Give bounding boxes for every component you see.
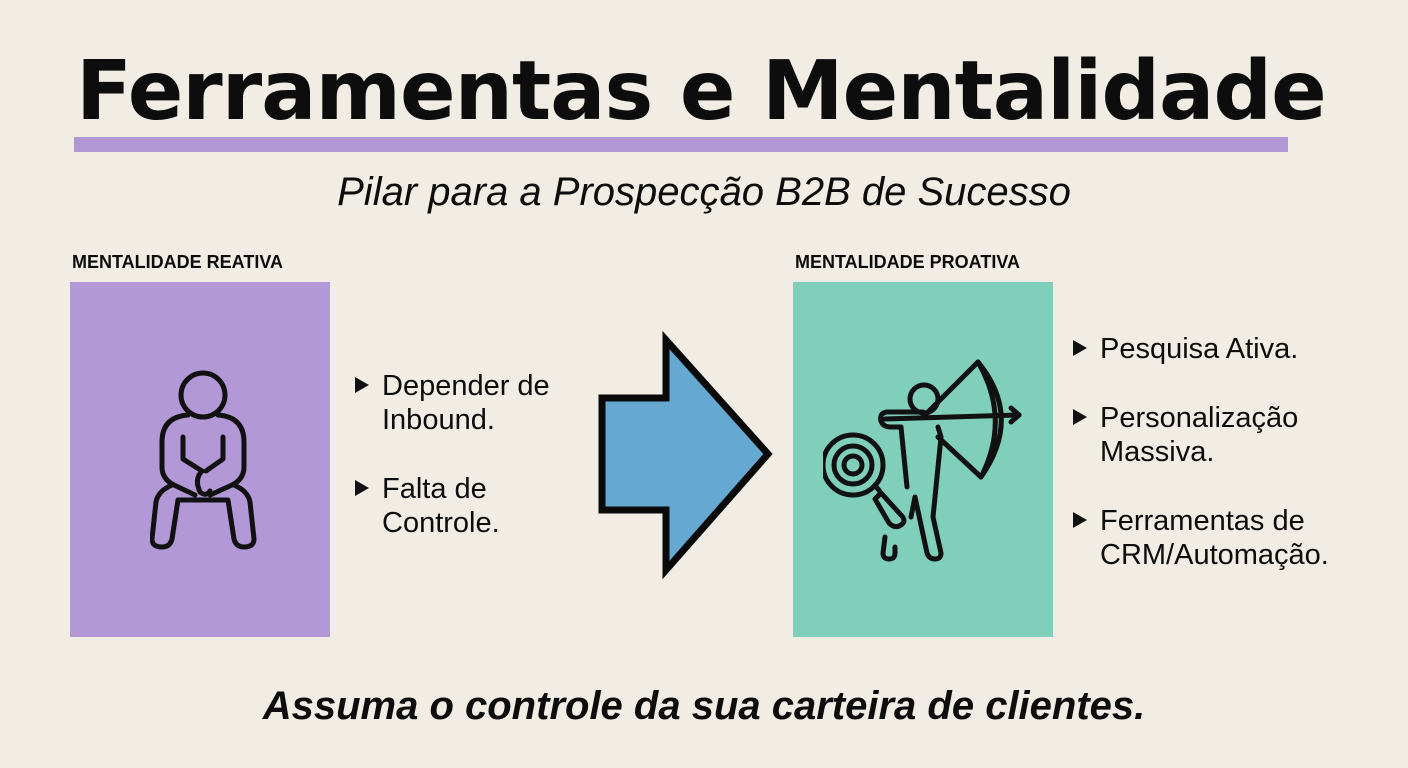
footer-tagline: Assuma o controle da sua carteira de cli…: [262, 684, 1146, 728]
list-item: Depender de Inbound.: [355, 369, 595, 437]
proactive-bullet-list: Pesquisa Ativa. Personalização Massiva. …: [1073, 332, 1383, 607]
bullet-triangle-icon: [1073, 512, 1087, 528]
list-item: Ferramentas de CRM/Automação.: [1073, 504, 1383, 572]
sitting-person-icon: [150, 370, 257, 550]
reactive-panel: [70, 282, 330, 637]
archer-target-magnifier-icon: [823, 359, 1022, 562]
reactive-label: MENTALIDADE REATIVA: [72, 252, 283, 272]
proactive-label: MENTALIDADE PROATIVA: [795, 252, 1020, 272]
list-item: Pesquisa Ativa.: [1073, 332, 1383, 366]
list-item: Falta de Controle.: [355, 472, 595, 540]
page-subtitle: Pilar para a Prospecção B2B de Sucesso: [337, 170, 1071, 214]
right-arrow-icon: [598, 330, 773, 580]
bullet-triangle-icon: [355, 377, 369, 393]
reactive-bullet-list: Depender de Inbound. Falta de Controle.: [355, 369, 595, 575]
bullet-triangle-icon: [355, 480, 369, 496]
bullet-triangle-icon: [1073, 340, 1087, 356]
list-item: Personalização Massiva.: [1073, 401, 1383, 469]
page-title: Ferramentas e Mentalidade: [76, 44, 1327, 139]
bullet-triangle-icon: [1073, 409, 1087, 425]
title-underline: [74, 137, 1288, 152]
proactive-panel: [793, 282, 1053, 637]
